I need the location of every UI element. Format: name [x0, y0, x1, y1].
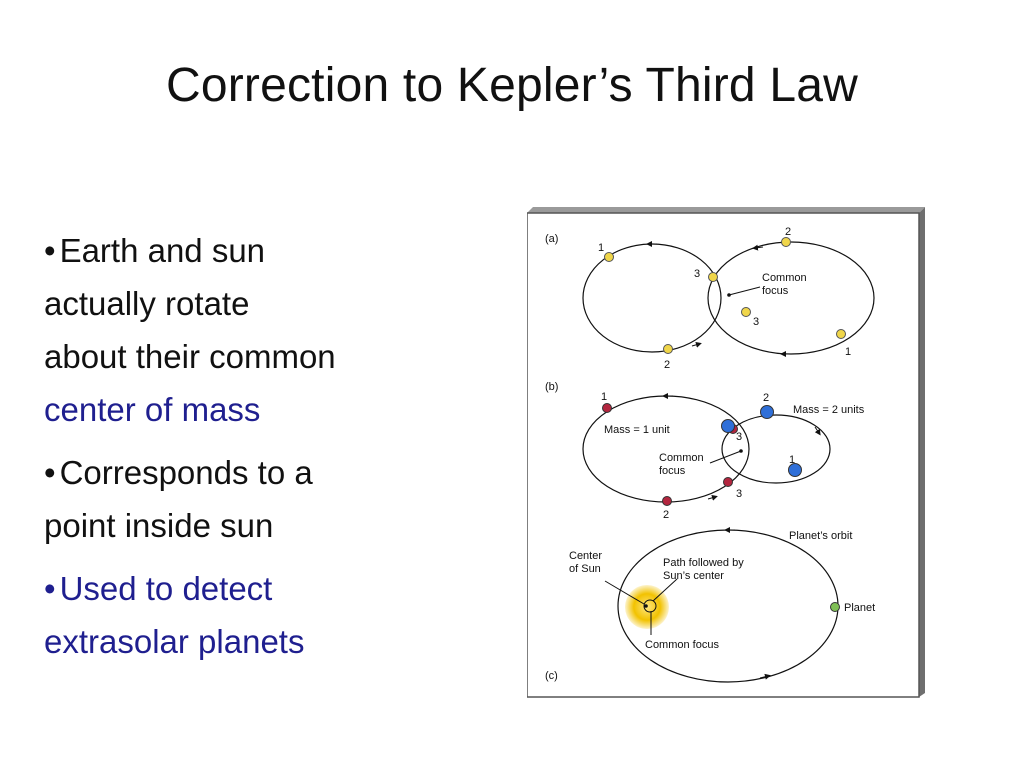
bullet-3-line-1: Used to detect	[59, 570, 273, 607]
mass-large-label: Mass = 2 units	[793, 404, 865, 416]
path-followed-label: Sun’s center	[663, 570, 724, 582]
common-focus-c: Common focus	[645, 639, 719, 651]
num-a: 1	[598, 242, 604, 254]
arrow-c-2	[759, 673, 771, 680]
body-b-red	[662, 496, 672, 506]
arrow-b-3	[814, 426, 821, 436]
bullet-3-line-2: extrasolar planets	[44, 623, 305, 660]
arrow-b-2	[707, 494, 718, 501]
bullet-list: •Earth and sun actually rotate about the…	[44, 224, 464, 678]
bullet-dot: •	[44, 454, 56, 491]
bullet-3: •Used to detect extrasolar planets	[44, 562, 464, 668]
num-a: 3	[694, 268, 700, 280]
body-a-yellow	[836, 329, 846, 339]
body-a-yellow	[604, 252, 614, 262]
path-followed-label: Path followed by	[663, 557, 744, 569]
figure-svg: (a) 1 2 3 3 2 1 Common focus (b)	[527, 207, 925, 698]
sun-center-dot	[644, 604, 648, 608]
panel-b: (b) 1 2 3 1 3 2 Mass = 1 unit Mass = 2 u…	[545, 381, 865, 521]
num-a: 2	[785, 226, 791, 238]
num-a: 3	[753, 316, 759, 328]
focus-b-leader	[709, 450, 742, 464]
focus-a-leader	[728, 286, 761, 296]
num-a: 2	[664, 359, 670, 371]
frame-right-bevel	[919, 207, 925, 697]
bullet-1-line-1: Earth and sun	[59, 232, 266, 269]
common-focus-b: Common	[659, 452, 704, 464]
planet-label: Planet	[844, 602, 875, 614]
body-a-yellow	[663, 344, 673, 354]
num-b: 2	[763, 392, 769, 404]
planets-orbit-label: Planet’s orbit	[789, 530, 852, 542]
orbit-b-small	[721, 414, 831, 484]
body-b-blue	[760, 405, 774, 419]
panel-c-label: (c)	[545, 670, 558, 682]
body-b-red	[602, 403, 612, 413]
common-focus-a: Common	[762, 272, 807, 284]
bullet-dot: •	[44, 232, 56, 269]
path-followed-leader	[652, 578, 678, 602]
num-b: 2	[663, 509, 669, 521]
center-of-sun-label: Center	[569, 550, 602, 562]
frame-top-bevel	[527, 207, 925, 213]
bullet-1-highlight: center of mass	[44, 391, 261, 428]
num-b: 1	[601, 391, 607, 403]
body-b-red	[723, 477, 733, 487]
kepler-figure: (a) 1 2 3 3 2 1 Common focus (b)	[527, 207, 927, 699]
panel-b-label: (b)	[545, 381, 558, 393]
bullet-2: •Corresponds to a point inside sun	[44, 446, 464, 552]
arrow-a-3	[752, 244, 764, 251]
bullet-2-line-1: Corresponds to a	[59, 454, 313, 491]
body-a-yellow	[741, 307, 751, 317]
panel-a-label: (a)	[545, 233, 558, 245]
planet-icon	[830, 602, 840, 612]
num-b: 3	[736, 488, 742, 500]
mass-small-label: Mass = 1 unit	[604, 424, 670, 436]
sun-center-path	[643, 599, 657, 613]
center-of-sun-leader	[604, 580, 645, 605]
common-focus-a: focus	[762, 285, 789, 297]
panel-c: (c) Planet’s orbit Center of Sun Path fo…	[545, 527, 875, 683]
bullet-1-line-3: about their common	[44, 338, 336, 375]
arrow-a-2	[691, 341, 702, 348]
body-b-blue	[721, 419, 735, 433]
bullet-1-line-2: actually rotate	[44, 285, 250, 322]
common-focus-b: focus	[659, 465, 686, 477]
center-of-sun-label: of Sun	[569, 563, 601, 575]
num-a: 1	[845, 346, 851, 358]
bullet-1: •Earth and sun actually rotate about the…	[44, 224, 464, 436]
body-a-yellow	[708, 272, 718, 282]
body-a-yellow	[781, 237, 791, 247]
num-b: 1	[789, 454, 795, 466]
bullet-2-line-2: point inside sun	[44, 507, 274, 544]
bullet-dot: •	[44, 570, 56, 607]
body-b-blue	[788, 463, 802, 477]
num-b: 3	[736, 431, 742, 443]
slide-title: Correction to Kepler’s Third Law	[165, 59, 859, 112]
panel-a: (a) 1 2 3 3 2 1 Common focus	[545, 226, 875, 371]
